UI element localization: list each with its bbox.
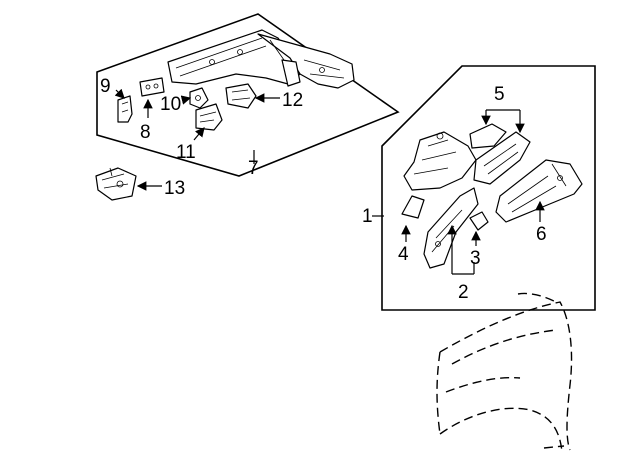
callout-1: 1 <box>362 206 373 227</box>
callout-8: 8 <box>140 122 151 143</box>
bracket-part-11[interactable] <box>195 103 223 131</box>
bracket-part-10[interactable] <box>189 87 209 109</box>
callout-4: 4 <box>398 244 409 265</box>
callout-13: 13 <box>164 178 185 199</box>
bracket-part-13[interactable] <box>95 167 137 201</box>
callout-11: 11 <box>176 142 196 163</box>
callout-12: 12 <box>282 90 303 111</box>
apron-panel-part[interactable] <box>403 131 477 191</box>
callout-5: 5 <box>494 84 505 105</box>
group-1-frame <box>381 65 596 311</box>
callout-10: 10 <box>160 94 181 115</box>
rear-section-part-6[interactable] <box>495 159 583 223</box>
callout-7: 7 <box>248 158 259 179</box>
fender-outline <box>436 292 573 453</box>
bracket-part-12[interactable] <box>225 83 257 109</box>
bracket-part-9[interactable] <box>117 95 133 123</box>
callout-3: 3 <box>470 248 481 269</box>
reinforcement-part-5[interactable] <box>469 123 531 185</box>
callout-6: 6 <box>536 224 547 245</box>
callout-2: 2 <box>458 282 469 303</box>
callout-9: 9 <box>100 76 111 97</box>
gusset-part-4[interactable] <box>401 195 425 219</box>
group-7-frame <box>96 13 400 177</box>
clip-part-3[interactable] <box>469 211 489 231</box>
frame-rail-part[interactable] <box>167 29 355 89</box>
leader-lines <box>114 88 545 275</box>
bracket-part-8[interactable] <box>139 77 165 97</box>
